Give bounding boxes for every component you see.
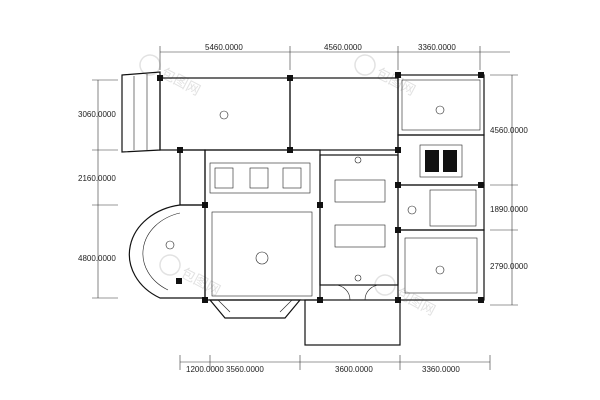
dim-top-3: 3360.0000	[418, 43, 456, 52]
room-round	[128, 204, 206, 299]
room-stair	[397, 134, 485, 186]
dim-bottom-1: 1200.0000	[186, 365, 224, 374]
light-icon	[354, 156, 362, 164]
watermark-logo-icon	[354, 54, 376, 76]
watermark-text: 包图网	[373, 65, 418, 99]
light-icon	[354, 274, 362, 282]
walls	[121, 71, 485, 346]
watermark-text: 包图网	[178, 265, 223, 299]
bay-window	[208, 299, 302, 319]
dim-left-3: 4800.0000	[78, 254, 116, 263]
light-icon	[165, 240, 175, 250]
light-icon	[219, 110, 229, 120]
room-corridor	[179, 149, 206, 206]
light-icon	[435, 105, 445, 115]
columns	[157, 72, 484, 303]
dim-right-2: 1890.0000	[490, 205, 528, 214]
dim-bottom-3: 3600.0000	[335, 365, 373, 374]
dim-right-3: 2790.0000	[490, 262, 528, 271]
room-dining	[319, 154, 399, 286]
dim-top-2: 4560.0000	[324, 43, 362, 52]
dim-bottom-2: 3560.0000	[226, 365, 264, 374]
watermark-logo-icon	[139, 54, 161, 76]
watermark-logo-icon	[159, 254, 181, 276]
balcony-left	[121, 71, 161, 153]
light-fixtures	[165, 105, 445, 282]
watermark-text: 包图网	[158, 65, 203, 99]
room-top-middle	[289, 77, 399, 151]
dim-top-1: 5460.0000	[205, 43, 243, 52]
dim-left-1: 3060.0000	[78, 110, 116, 119]
room-living	[204, 149, 321, 301]
room-bottom-right	[397, 229, 485, 301]
watermark-2: 包图网	[354, 54, 418, 99]
dim-left-2: 2160.0000	[78, 174, 116, 183]
dim-bottom-4: 3360.0000	[422, 365, 460, 374]
room-top-right-hatch	[401, 79, 481, 131]
watermark-1: 包图网	[139, 54, 203, 99]
entrance-porch	[304, 299, 401, 346]
watermark-4: 包图网	[374, 274, 438, 319]
room-bath	[397, 184, 485, 231]
chandelier-icon	[255, 251, 269, 265]
light-icon	[435, 265, 445, 275]
watermark-logo-icon	[374, 274, 396, 296]
watermark-3: 包图网	[159, 254, 223, 299]
dimension-lines	[92, 46, 518, 370]
dim-right-1: 4560.0000	[490, 126, 528, 135]
light-icon	[407, 205, 417, 215]
